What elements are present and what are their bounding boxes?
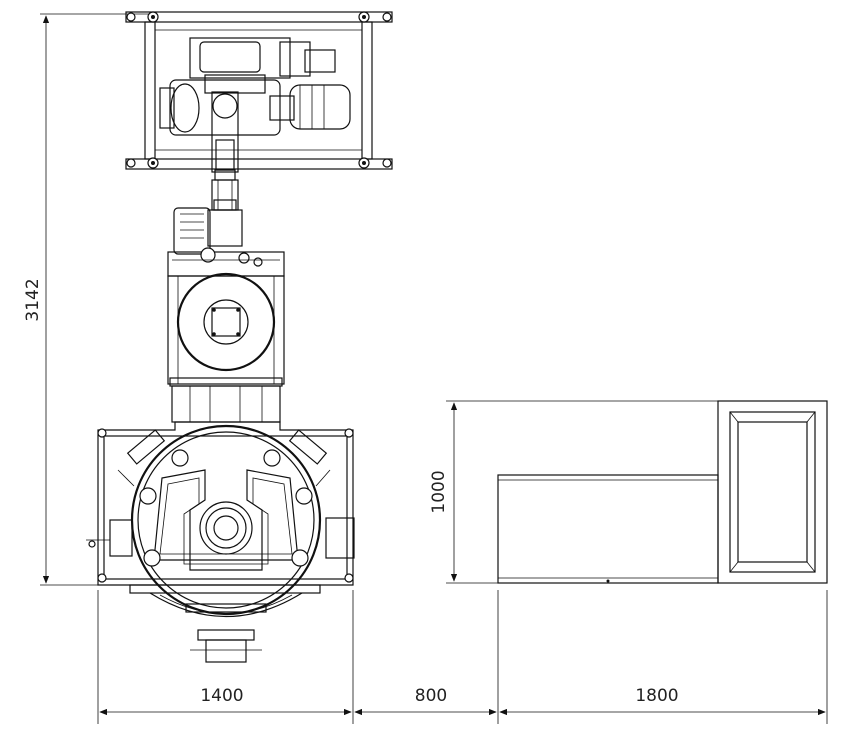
main-machine (86, 421, 355, 663)
dim-800-label: 800 (415, 686, 447, 706)
connecting-pipe (207, 169, 243, 247)
dim-1400-label: 1400 (200, 686, 243, 706)
dimension-module-height: 1000 (429, 400, 720, 584)
dimension-widths: 1400 800 1800 (97, 590, 828, 724)
dimension-overall-height: 3142 (23, 13, 150, 586)
top-motor-frame (125, 11, 393, 173)
dim-1800-label: 1800 (635, 686, 678, 706)
auxiliary-module (497, 400, 828, 584)
dim-3142-label: 3142 (23, 278, 43, 321)
middle-drive-unit (167, 207, 285, 423)
dim-1000-label: 1000 (429, 470, 449, 513)
